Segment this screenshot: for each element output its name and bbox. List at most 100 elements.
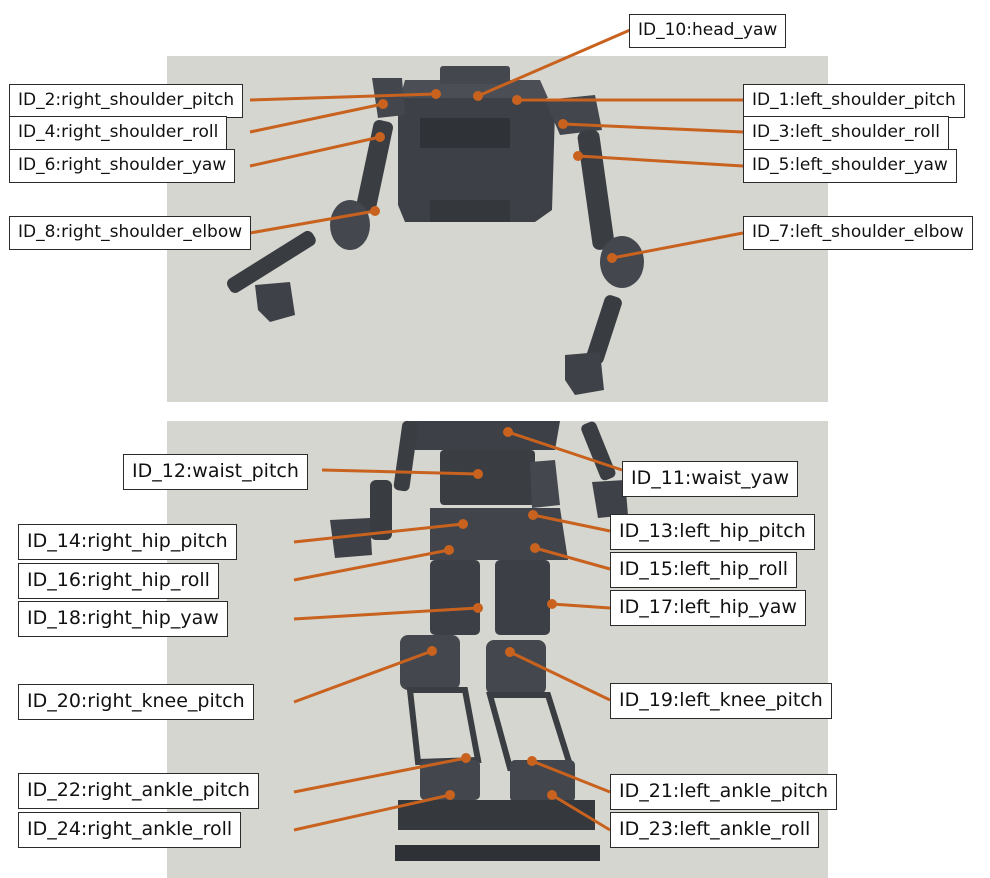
torso-lower-block xyxy=(430,200,510,222)
dot-left-knee-pitch xyxy=(505,647,515,657)
label-right-hip-pitch: ID_14:right_hip_pitch xyxy=(18,524,237,560)
label-waist-pitch: ID_12:waist_pitch xyxy=(123,454,308,490)
dot-waist-yaw xyxy=(503,427,513,437)
label-waist-yaw: ID_11:waist_yaw xyxy=(622,461,799,497)
dot-right-hip-roll xyxy=(444,545,454,555)
torso-vent xyxy=(420,118,510,148)
leader-left-hip-roll xyxy=(534,546,611,571)
dot-right-hip-yaw xyxy=(473,603,483,613)
dot-right-knee-pitch xyxy=(427,646,437,656)
arm-top-left xyxy=(581,421,616,481)
label-head-yaw: ID_10:head_yaw xyxy=(629,14,787,48)
right-ankle xyxy=(420,760,480,800)
dot-left-shoulder-yaw xyxy=(573,151,583,161)
dot-left-shoulder-pitch xyxy=(512,95,522,105)
dot-head-yaw xyxy=(473,91,483,101)
right-elbow-joint xyxy=(330,200,370,250)
dot-left-shoulder-elbow xyxy=(607,253,617,263)
label-right-ankle-pitch: ID_22:right_ankle_pitch xyxy=(18,773,259,809)
right-arm-hand xyxy=(330,518,372,558)
leader-left-ankle-pitch xyxy=(531,759,611,794)
leader-waist-pitch xyxy=(321,468,479,476)
leader-lines xyxy=(249,28,744,832)
label-right-ankle-roll: ID_24:right_ankle_roll xyxy=(18,812,242,848)
dot-left-hip-pitch xyxy=(528,510,538,520)
label-left-hip-roll: ID_15:left_hip_roll xyxy=(610,552,798,588)
dot-left-ankle-pitch xyxy=(527,756,537,766)
left-hand xyxy=(565,352,604,395)
dot-left-hip-yaw xyxy=(547,599,557,609)
dot-right-shoulder-elbow xyxy=(370,206,380,216)
dot-right-hip-pitch xyxy=(458,519,468,529)
left-forearm xyxy=(586,295,622,365)
lower-body-render xyxy=(330,420,628,861)
right-upper-arm xyxy=(356,120,394,212)
label-left-shoulder-roll: ID_3:left_shoulder_roll xyxy=(743,116,949,150)
joint-markers xyxy=(370,89,617,800)
leader-left-shoulder-yaw xyxy=(577,154,744,168)
leader-left-hip-pitch xyxy=(532,513,611,533)
head-handle xyxy=(440,66,510,84)
waist-arm xyxy=(530,460,560,508)
right-forearm xyxy=(227,230,316,293)
dot-right-shoulder-pitch xyxy=(431,89,441,99)
leader-right-shoulder-pitch xyxy=(249,92,437,102)
label-left-ankle-pitch: ID_21:left_ankle_pitch xyxy=(610,774,838,810)
right-hand xyxy=(255,282,295,322)
label-right-knee-pitch: ID_20:right_knee_pitch xyxy=(18,684,254,720)
waist-block xyxy=(440,450,535,505)
right-foot-base xyxy=(395,845,505,861)
leader-left-knee-pitch xyxy=(509,650,611,702)
label-right-hip-yaw: ID_18:right_hip_yaw xyxy=(18,601,228,637)
right-knee xyxy=(400,635,460,690)
label-left-shoulder-elbow: ID_7:left_shoulder_elbow xyxy=(743,216,973,250)
leader-waist-yaw xyxy=(507,430,623,472)
leader-right-shoulder-roll xyxy=(249,102,384,134)
leader-left-hip-yaw xyxy=(551,602,611,610)
left-foot xyxy=(500,800,595,830)
right-shin-frame xyxy=(406,687,482,766)
leader-right-ankle-pitch xyxy=(293,756,467,794)
left-arm-hand xyxy=(592,480,628,518)
label-left-ankle-roll: ID_23:left_ankle_roll xyxy=(610,812,820,848)
leader-right-ankle-roll xyxy=(293,793,451,832)
dot-left-ankle-roll xyxy=(547,790,557,800)
label-left-hip-yaw: ID_17:left_hip_yaw xyxy=(610,590,806,626)
leader-head-yaw xyxy=(477,28,631,98)
right-arm-lower xyxy=(370,480,392,540)
dot-right-ankle-roll xyxy=(445,790,455,800)
label-right-hip-roll: ID_16:right_hip_roll xyxy=(18,563,219,599)
label-left-shoulder-pitch: ID_1:left_shoulder_pitch xyxy=(743,84,965,118)
leader-right-shoulder-elbow xyxy=(249,209,376,235)
left-foot-base xyxy=(495,845,600,861)
leader-right-hip-yaw xyxy=(293,606,479,621)
leader-right-hip-pitch xyxy=(293,522,464,544)
leader-left-shoulder-roll xyxy=(562,122,744,134)
left-knee xyxy=(486,640,546,695)
dot-left-shoulder-roll xyxy=(558,119,568,129)
left-elbow-joint xyxy=(600,236,644,288)
label-left-shoulder-yaw: ID_5:left_shoulder_yaw xyxy=(743,149,957,183)
leader-left-shoulder-elbow xyxy=(611,231,744,260)
label-right-shoulder-elbow: ID_8:right_shoulder_elbow xyxy=(9,216,252,250)
label-left-knee-pitch: ID_19:left_knee_pitch xyxy=(610,683,832,719)
right-shoulder-joint xyxy=(372,78,405,118)
left-thigh xyxy=(495,560,550,635)
right-thigh xyxy=(430,560,480,635)
label-right-shoulder-yaw: ID_6:right_shoulder_yaw xyxy=(9,149,236,183)
label-right-shoulder-pitch: ID_2:right_shoulder_pitch xyxy=(9,84,244,118)
dot-right-ankle-pitch xyxy=(461,753,471,763)
leader-right-knee-pitch xyxy=(293,649,433,704)
upper-body-render xyxy=(227,66,644,395)
leader-left-ankle-roll xyxy=(551,793,611,832)
upper-torso-bottom xyxy=(410,421,560,450)
leader-right-hip-roll xyxy=(293,548,450,582)
leader-right-shoulder-yaw xyxy=(249,135,381,168)
dot-waist-pitch xyxy=(473,469,483,479)
right-foot xyxy=(398,800,500,830)
dot-right-shoulder-roll xyxy=(378,99,388,109)
left-upper-arm xyxy=(577,129,615,250)
label-right-shoulder-roll: ID_4:right_shoulder_roll xyxy=(9,116,228,150)
